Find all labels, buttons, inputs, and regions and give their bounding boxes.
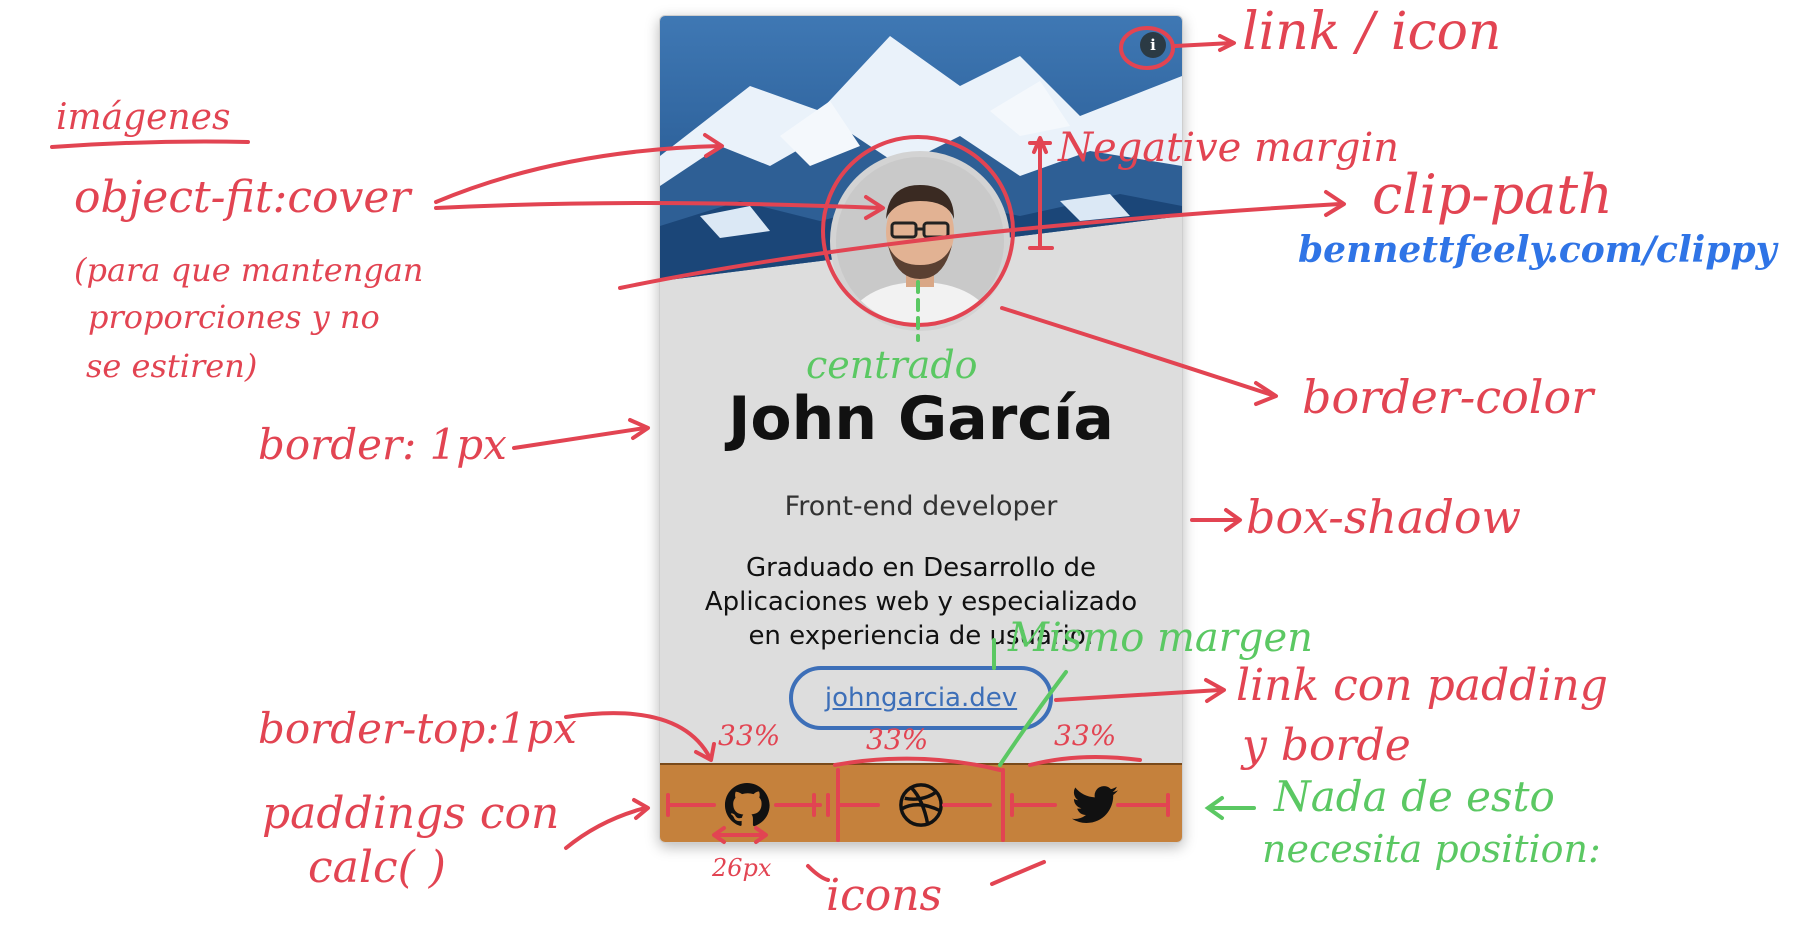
bio-line: Graduado en Desarrollo de <box>746 553 1096 583</box>
bio-line: Aplicaciones web y especializado <box>704 587 1138 617</box>
annotation-centrado: centrado <box>806 343 978 387</box>
website-link[interactable]: johngarcia.dev <box>789 666 1053 730</box>
twitter-link[interactable] <box>1008 765 1182 842</box>
annotation-percent-3: 33% <box>1054 719 1117 752</box>
annotation-object-fit-note-2: proporciones y no <box>88 298 380 336</box>
annotation-clippy-url: bennettfeely.com/clippy <box>1298 229 1777 271</box>
bio-line: en experiencia de usuario. <box>748 621 1094 651</box>
profile-bio: Graduado en Desarrollo de Aplicaciones w… <box>680 551 1162 653</box>
social-footer <box>660 763 1182 842</box>
github-link[interactable] <box>660 765 834 842</box>
annotation-26px: 26px <box>712 854 772 882</box>
annotation-border-top: border-top:1px <box>258 704 577 753</box>
annotation-link-icon: link / icon <box>1242 2 1502 62</box>
annotation-clip-path: clip-path <box>1372 163 1613 226</box>
github-icon <box>724 782 770 827</box>
info-icon[interactable]: i <box>1140 32 1166 58</box>
annotation-nada-2: necesita position: <box>1262 827 1601 871</box>
annotation-object-fit: object-fit:cover <box>74 172 411 223</box>
annotation-percent-1: 33% <box>718 719 781 752</box>
annotation-object-fit-note-1: (para que mantengan <box>74 251 424 289</box>
twitter-icon <box>1072 786 1118 824</box>
annotation-paddings-2: calc( ) <box>308 842 446 893</box>
annotation-border-color: border-color <box>1302 370 1594 424</box>
annotation-percent-2: 33% <box>866 723 929 756</box>
annotation-paddings-1: paddings con <box>262 788 560 839</box>
annotation-nada-1: Nada de esto <box>1274 772 1555 821</box>
annotation-link-padding-1: link con padding <box>1236 660 1608 711</box>
annotation-link-padding-2: y borde <box>1242 720 1411 771</box>
annotation-imagenes: imágenes <box>56 97 231 138</box>
dribbble-link[interactable] <box>834 765 1008 842</box>
annotation-negative-margin: Negative margin <box>1058 125 1400 171</box>
annotation-icons: icons <box>826 870 943 921</box>
profile-name: John García <box>728 384 1114 454</box>
annotation-border-1px: border: 1px <box>258 420 507 469</box>
annotation-box-shadow: box-shadow <box>1246 490 1521 544</box>
annotation-object-fit-note-3: se estiren) <box>86 347 258 385</box>
profile-role: Front-end developer <box>784 491 1058 522</box>
annotation-mismo-margen: Mismo margen <box>1008 615 1313 661</box>
dribbble-icon <box>899 783 943 827</box>
